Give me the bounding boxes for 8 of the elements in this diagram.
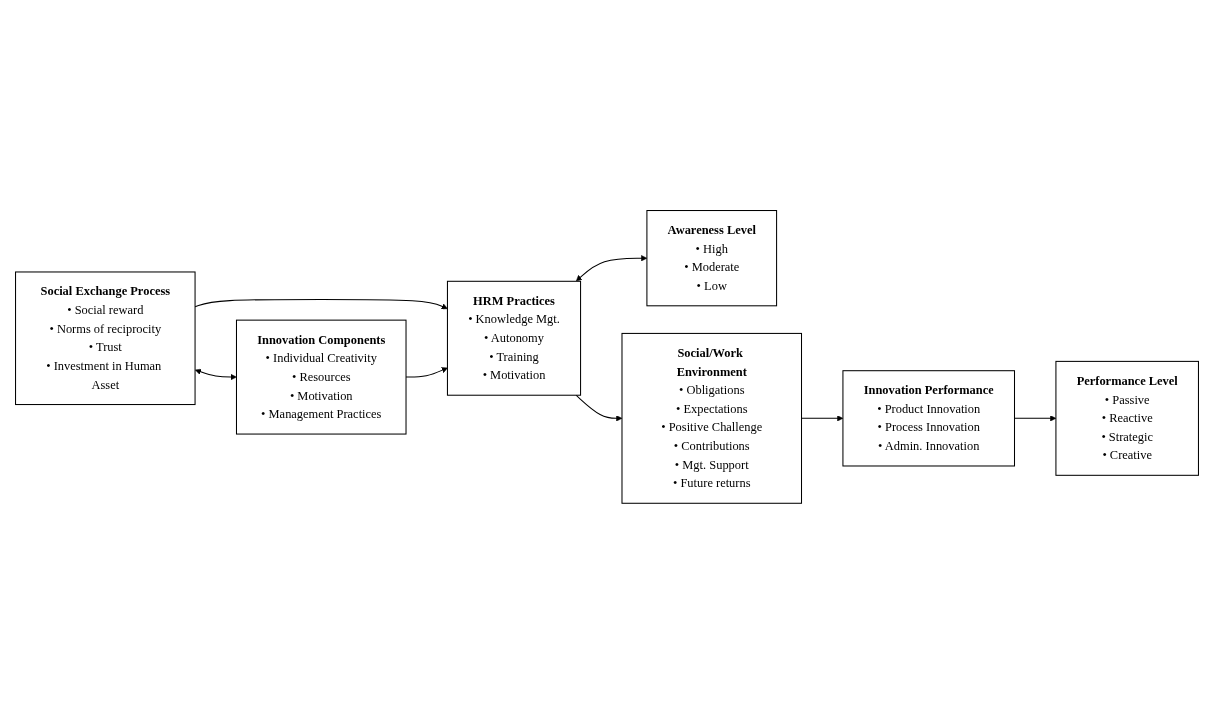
arrow [195, 368, 237, 380]
node-box: Social/Work Environment • Obligations • Expectations • Positive Challenge • Contributions • Mgt. Support • Future returns [621, 332, 803, 504]
node-box: HRM Practices • Knowledge Mgt. • Autonomy • Training • Motivation [446, 280, 582, 396]
node-box: Social Exchange Process • Social reward • Norms of reciprocity • Trust • Investment in Human Asset [15, 271, 196, 405]
node-box: Awareness Level • High • Moderate • Low [646, 209, 778, 306]
node-box: Innovation Components • Individual Creativity • Resources • Motivation • Management Practices [235, 319, 407, 435]
node-box: Innovation Performance • Product Innovation • Process Innovation • Admin. Innovation [842, 369, 1015, 467]
node-box: Performance Level • Passive • Reactive • Strategic • Creative [1055, 360, 1199, 476]
